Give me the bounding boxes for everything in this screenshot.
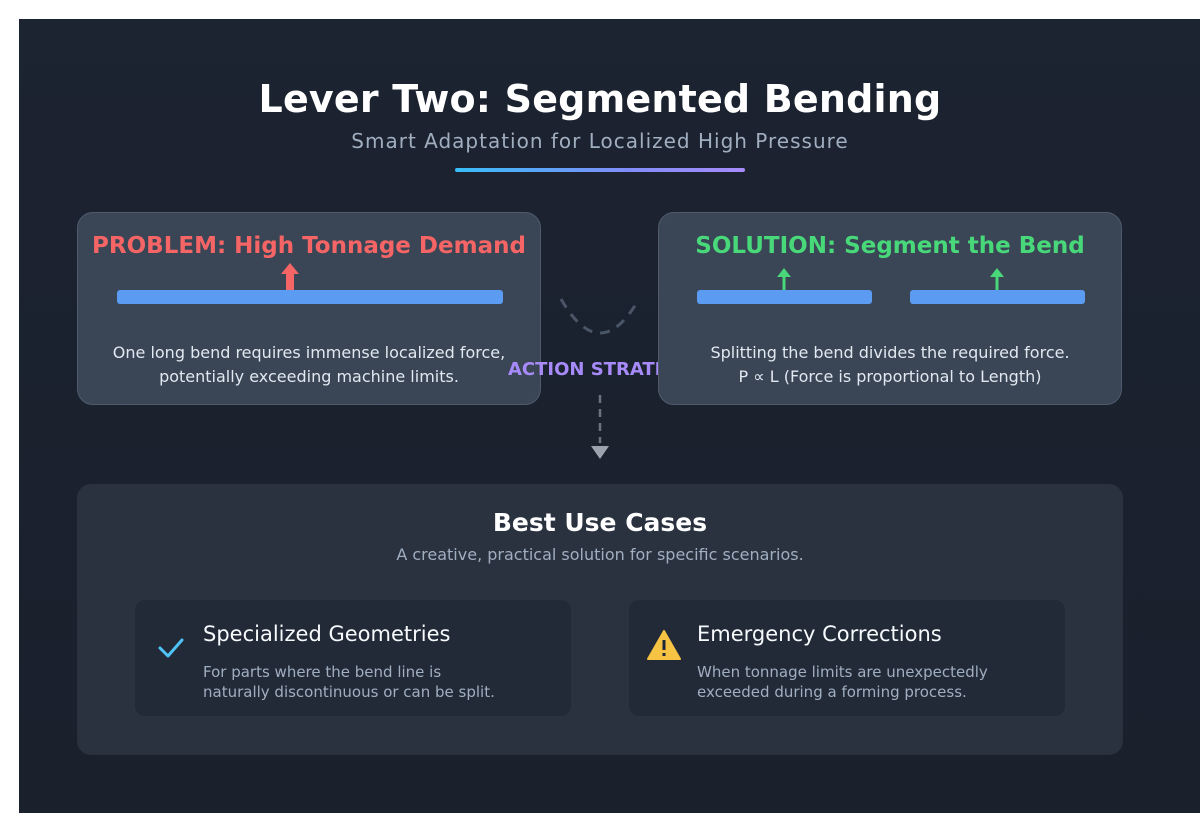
force-arrow-left-icon [777, 268, 791, 292]
title-underline [455, 168, 745, 172]
action-strategy-label: ACTION STRATEGY [508, 359, 660, 380]
solution-text-line1: Splitting the bend divides the required … [710, 343, 1070, 362]
problem-card: PROBLEM: High Tonnage Demand One long be… [77, 212, 541, 405]
warning-icon [647, 630, 681, 660]
use-case-card: Specialized Geometries For parts where t… [135, 600, 571, 716]
page-subtitle: Smart Adaptation for Localized High Pres… [351, 129, 849, 153]
page-title: Lever Two: Segmented Bending [258, 77, 942, 121]
use-case-description: When tonnage limits are unexpectedly exc… [697, 662, 1047, 702]
segment-bar-left [697, 290, 872, 304]
solution-card: SOLUTION: Segment the Bend Splitting the… [658, 212, 1122, 405]
use-case-title: Emergency Corrections [697, 622, 942, 646]
use-cases-subtitle: A creative, practical solution for speci… [396, 545, 804, 564]
force-arrow-right-icon [990, 268, 1004, 292]
slide: Lever Two: Segmented Bending Smart Adapt… [19, 19, 1200, 813]
checkmark-icon [158, 638, 184, 658]
problem-description: One long bend requires immense localized… [78, 341, 540, 389]
use-case-description: For parts where the bend line is natural… [203, 662, 553, 702]
problem-heading: PROBLEM: High Tonnage Demand [92, 233, 526, 259]
segment-bar-right [910, 290, 1085, 304]
use-case-desc-line1: When tonnage limits are unexpectedly [697, 663, 988, 681]
use-case-desc-line2: exceeded during a forming process. [697, 683, 967, 701]
force-arrow-icon [281, 263, 299, 291]
use-case-desc-line1: For parts where the bend line is [203, 663, 442, 681]
use-case-title: Specialized Geometries [203, 622, 451, 646]
long-bend-bar [117, 290, 503, 304]
use-case-card: Emergency Corrections When tonnage limit… [629, 600, 1065, 716]
problem-text-line1: One long bend requires immense localized… [112, 343, 506, 362]
down-arrow-icon [591, 395, 609, 459]
use-cases-panel: Best Use Cases A creative, practical sol… [77, 484, 1123, 755]
solution-text-line2: P ∝ L (Force is proportional to Length) [738, 367, 1042, 386]
use-case-desc-line2: naturally discontinuous or can be split. [203, 683, 495, 701]
solution-heading: SOLUTION: Segment the Bend [695, 233, 1085, 259]
use-cases-title: Best Use Cases [492, 508, 708, 537]
solution-description: Splitting the bend divides the required … [659, 341, 1121, 389]
problem-text-line2: potentially exceeding machine limits. [159, 367, 459, 386]
connector-curve [559, 298, 641, 335]
